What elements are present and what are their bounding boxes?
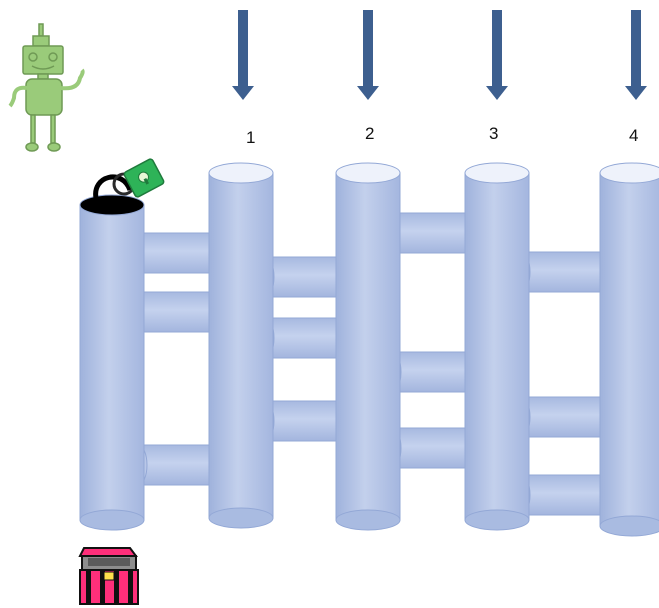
pipe-3	[465, 163, 529, 530]
pipe-label-3: 3	[489, 124, 498, 144]
robot-icon	[10, 24, 83, 151]
pipe-4	[600, 163, 659, 536]
pipe-label-4: 4	[629, 126, 638, 146]
padlock-icon	[96, 158, 165, 198]
down-arrow-icon	[232, 10, 254, 100]
pipe-2	[336, 163, 400, 530]
down-arrow-icon	[486, 10, 508, 100]
down-arrow-icon	[357, 10, 379, 100]
treasure-chest-icon	[80, 548, 138, 604]
pipe-start	[80, 195, 144, 530]
arrows	[232, 10, 647, 100]
pipe-label-1: 1	[246, 128, 255, 148]
pipe-1	[209, 163, 273, 528]
down-arrow-icon	[625, 10, 647, 100]
pipe-label-2: 2	[365, 124, 374, 144]
